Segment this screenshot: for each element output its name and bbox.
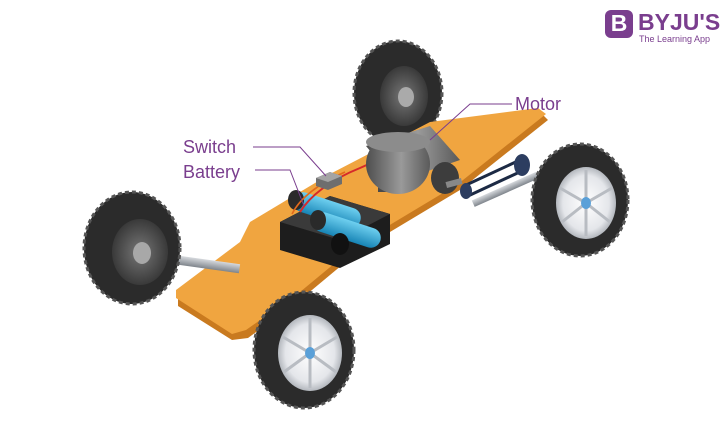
brand-name: BYJU'S bbox=[638, 9, 720, 35]
label-switch: Switch bbox=[183, 137, 236, 157]
motor-icon bbox=[366, 126, 463, 194]
wheel-front-right bbox=[252, 290, 356, 410]
brand-tagline: The Learning App bbox=[639, 34, 710, 44]
motor-leader-line bbox=[429, 103, 512, 141]
brand-logo-letter: B bbox=[611, 10, 628, 36]
wheel-rear-left bbox=[352, 39, 444, 147]
battery-holder bbox=[280, 190, 390, 268]
switch-icon bbox=[316, 172, 342, 190]
battery-cell-icon-2 bbox=[310, 210, 381, 248]
wheel-rear-right bbox=[530, 142, 630, 258]
switch-leader-line bbox=[253, 146, 327, 177]
belt-pulley-icon bbox=[460, 154, 539, 207]
battery-leader-line bbox=[255, 169, 305, 207]
label-battery: Battery bbox=[183, 162, 240, 182]
label-motor: Motor bbox=[515, 94, 561, 114]
wheel-front-left bbox=[82, 190, 182, 306]
brand-logo-icon bbox=[605, 10, 633, 38]
brand-logo: B BYJU'S The Learning App bbox=[605, 9, 720, 44]
